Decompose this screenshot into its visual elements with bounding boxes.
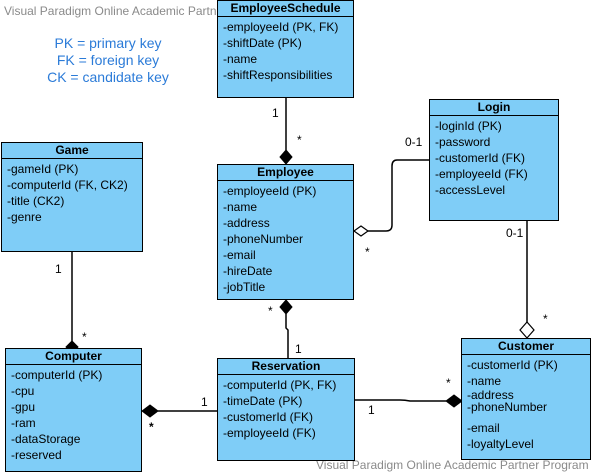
multiplicity-label: 1 xyxy=(295,342,302,356)
class-title: EmployeeSchedule xyxy=(218,1,353,17)
watermark-top: Visual Paradigm Online Academic Partner … xyxy=(4,4,277,18)
attribute: -employeeId (PK) xyxy=(223,184,317,198)
attribute: -cpu xyxy=(11,384,35,398)
diamond-customer-left xyxy=(445,394,463,408)
class-game[interactable]: Game -gameId (PK) -computerId (FK, CK2) … xyxy=(1,142,143,252)
multiplicity-label: 1 xyxy=(55,262,62,276)
class-employee[interactable]: Employee -employeeId (PK) -name -address… xyxy=(217,164,354,300)
attribute: -address xyxy=(223,216,270,230)
attribute: -employeeId (FK) xyxy=(223,426,316,440)
attribute: -timeDate (PK) xyxy=(223,394,303,408)
line-employee-reservation xyxy=(285,314,289,358)
attribute: -title (CK2) xyxy=(7,194,65,208)
class-reservation[interactable]: Reservation -computerId (PK, FK) -timeDa… xyxy=(217,358,355,461)
class-title: Login xyxy=(430,100,558,116)
multiplicity-label: * xyxy=(149,420,154,434)
legend-fk: FK = foreign key xyxy=(56,52,160,68)
attribute: -employeeId (PK, FK) xyxy=(223,20,339,34)
attribute: -jobTitle xyxy=(223,280,266,294)
legend-ck: CK = candidate key xyxy=(47,69,169,85)
class-title: Employee xyxy=(218,165,353,181)
class-computer[interactable]: Computer -computerId (PK) -cpu -gpu -ram… xyxy=(5,348,142,472)
attribute: -computerId (PK) xyxy=(11,368,103,382)
attribute: -gpu xyxy=(11,400,36,414)
attribute: -password xyxy=(435,135,491,149)
attribute: -accessLevel xyxy=(435,183,506,197)
attribute: -genre xyxy=(7,210,42,224)
multiplicity-label: 1 xyxy=(368,403,375,417)
attribute: -employeeId (FK) xyxy=(435,167,528,181)
attribute: -ram xyxy=(11,416,36,430)
attribute: -customerId (FK) xyxy=(435,151,526,165)
attribute: -customerId (PK) xyxy=(467,358,558,372)
diamond-customer-top xyxy=(519,321,535,339)
legend-pk: PK = primary key xyxy=(54,35,162,51)
multiplicity-label: * xyxy=(365,245,370,259)
diamond-employee-bottom xyxy=(279,299,293,315)
multiplicity-label: * xyxy=(82,330,87,344)
attribute: -gameId (PK) xyxy=(7,162,79,176)
watermark-bottom: Visual Paradigm Online Academic Partner … xyxy=(316,458,589,472)
attribute: -email xyxy=(223,248,256,262)
class-title: Computer xyxy=(6,349,141,365)
key-legend: PK = primary key FK = foreign key CK = c… xyxy=(38,35,178,86)
attribute: -name xyxy=(223,200,258,214)
multiplicity-label: 0-1 xyxy=(405,135,423,149)
attribute: -reserved xyxy=(11,448,62,462)
attribute: -email xyxy=(467,421,500,435)
multiplicity-label: * xyxy=(543,312,548,326)
line-login-employee xyxy=(368,159,429,232)
multiplicity-label: * xyxy=(297,133,302,147)
attribute: -address xyxy=(467,388,514,402)
attribute: -loyaltyLevel xyxy=(467,437,534,451)
attribute: -name xyxy=(467,374,502,388)
attribute: -shiftResponsibilities xyxy=(223,68,333,82)
diamond-computer-right xyxy=(141,404,159,418)
attribute: -phoneNumber xyxy=(223,232,304,246)
class-title: Customer xyxy=(462,339,590,355)
multiplicity-label: * xyxy=(446,376,451,390)
attribute: -name xyxy=(223,52,258,66)
class-customer[interactable]: Customer -customerId (PK) -name -address… xyxy=(461,338,591,460)
multiplicity-label: 1 xyxy=(272,106,279,120)
multiplicity-label: 0-1 xyxy=(506,226,524,240)
multiplicity-label: 1 xyxy=(201,395,208,409)
attribute: -customerId (FK) xyxy=(223,410,314,424)
class-title: Reservation xyxy=(218,359,354,375)
diamond-employee-top xyxy=(279,149,293,165)
attribute: -computerId (PK, FK) xyxy=(223,378,337,392)
line-reservation-customer xyxy=(355,399,446,402)
attribute: -shiftDate (PK) xyxy=(223,36,302,50)
multiplicity-label: * xyxy=(268,304,273,318)
attribute: -dataStorage xyxy=(11,432,81,446)
class-employee-schedule[interactable]: EmployeeSchedule -employeeId (PK, FK) -s… xyxy=(217,0,354,98)
attribute: -loginId (PK) xyxy=(435,119,502,133)
attribute: -computerId (FK, CK2) xyxy=(7,178,128,192)
class-title: Game xyxy=(2,143,142,159)
attribute: -phoneNumber xyxy=(467,400,548,414)
attribute: -hireDate xyxy=(223,264,273,278)
diamond-employee-right xyxy=(352,225,370,237)
class-login[interactable]: Login -loginId (PK) -password -customerI… xyxy=(429,99,559,221)
